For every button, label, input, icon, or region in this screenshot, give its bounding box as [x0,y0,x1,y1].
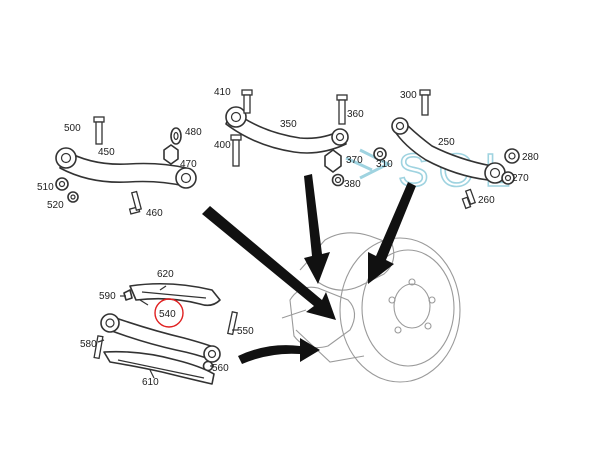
leader-lines [97,285,238,379]
nut-310 [373,147,387,161]
callout-300: 300 [400,90,417,101]
watermark-chevron-icon [345,148,392,180]
bolt-550 [226,311,238,336]
callout-380: 380 [344,179,361,190]
nut-520 [67,191,79,203]
arrow-right [368,182,416,284]
callout-610: 610 [142,377,159,388]
bolt-400 [230,134,242,167]
callout-470: 470 [180,159,197,170]
bolt-300 [419,89,431,116]
clip-590 [123,289,133,301]
control-arm-540 [100,313,221,363]
nut-510 [55,177,69,191]
bolt-460 [128,190,143,215]
callout-500: 500 [64,123,81,134]
highlight-circle-540 [154,298,184,328]
callout-450: 450 [98,147,115,158]
callout-250: 250 [438,137,455,148]
callout-350: 350 [280,119,297,130]
callout-260: 260 [478,195,495,206]
cam-washer-280 [504,148,520,164]
callout-560: 560 [212,363,229,374]
nut-270 [501,171,515,185]
callout-280: 280 [522,152,539,163]
callout-270: 270 [512,173,529,184]
bolt-260 [461,188,477,210]
control-arm-350 [225,106,349,154]
bolt-410 [241,89,253,114]
callout-540: 540 [159,309,176,320]
callout-580: 580 [80,339,97,350]
bolt-500 [93,116,105,145]
callout-480: 480 [185,127,202,138]
nut-380 [331,173,345,187]
arrow-bottom [238,338,320,364]
callout-520: 520 [47,200,64,211]
callout-410: 410 [214,87,231,98]
arrow-lower-arm [202,206,336,320]
nut-470 [163,144,179,165]
shield-620 [129,282,221,307]
washer-480 [170,127,182,145]
callout-400: 400 [214,140,231,151]
control-arm-450 [55,147,197,189]
callout-550: 550 [237,326,254,337]
arrow-mid [304,174,330,284]
callout-590: 590 [99,291,116,302]
nut-370 [324,149,342,173]
callout-620: 620 [157,269,174,280]
callout-310: 310 [376,159,393,170]
callout-360: 360 [347,109,364,120]
callout-labels: 410 360 300 500 450 480 470 510 520 460 … [37,87,539,388]
cover-610 [103,350,215,385]
callout-370: 370 [346,155,363,166]
callout-460: 460 [146,208,163,219]
bolt-360 [336,94,348,125]
control-arm-250 [391,117,506,184]
callout-510: 510 [37,182,54,193]
